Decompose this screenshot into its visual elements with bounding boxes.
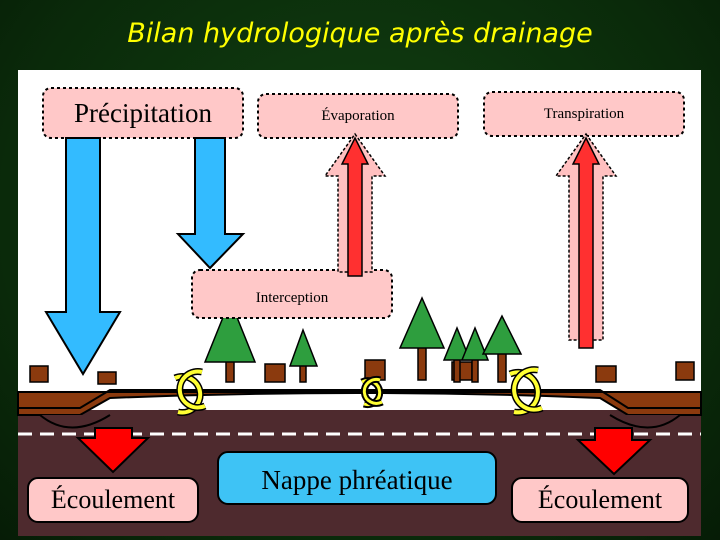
outflow-right-arrow [575,427,653,476]
stump [595,365,617,383]
ecoulement-right-box [511,477,689,523]
transpiration-arrow [554,132,618,349]
tree [442,326,472,383]
precipitation-box [42,87,244,139]
nappe-label: Nappe phréatique [261,464,453,495]
evaporation-label: Évaporation [321,107,395,124]
interception-box [191,269,393,319]
tree [460,326,490,383]
outflow-arrows [75,427,653,476]
tree [398,296,446,381]
precipitation-to-interception-arrow [175,137,246,270]
ecoulement-left-label: Écoulement [50,485,176,514]
left-ditch [39,414,111,429]
tree [288,327,319,383]
interception-label: Interception [255,289,329,306]
transpiration-label: Transpiration [543,105,625,122]
slide-title: Bilan hydrologique après drainage [127,18,593,49]
soil-layer [17,391,702,416]
evaporation-arrow [323,132,387,277]
right-ditch [609,414,681,429]
nappe-box [217,451,497,505]
ground-surface-line [18,389,701,409]
ecoulement-left-box [27,477,199,523]
stump [675,361,695,381]
soil-cycles [173,366,544,416]
tree [203,297,257,383]
evaporation-box [257,93,459,139]
transpiration-box [483,91,685,137]
cycle-icon [360,375,384,409]
stump [29,365,49,383]
precipitation-arrows [44,137,246,376]
stump [97,371,117,385]
precipitation-to-ground-arrow [44,137,122,376]
label-boxes [42,87,685,319]
outflow-left-arrow [75,427,151,474]
precipitation-label: Précipitation [74,97,212,128]
tree [481,314,523,383]
stump [264,363,286,383]
ecoulement-right-label: Écoulement [537,485,663,514]
trees [203,296,523,383]
cycle-icon [173,368,207,416]
stumps [29,359,695,385]
cycle-icon [508,366,544,416]
